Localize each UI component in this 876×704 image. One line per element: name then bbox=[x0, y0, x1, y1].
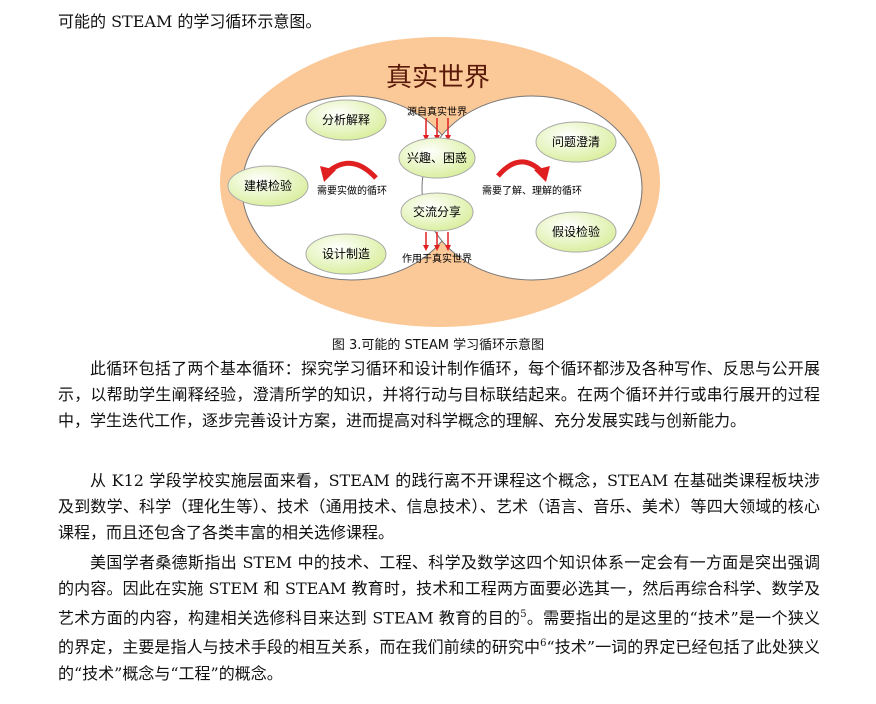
right-cycle-arrow bbox=[496, 159, 544, 178]
paragraph-3-part-a: 美国学者桑德斯指出 STEM 中的技术、工程、科学及数学这四个知识体系一定会有一… bbox=[58, 553, 820, 628]
figure-caption: 图 3.可能的 STEAM 学习循环示意图 bbox=[331, 338, 545, 353]
node-hypothesis bbox=[535, 211, 617, 253]
paragraph-3-part-c: “技术”一词的界定已经包括了此处狭义的“技术”概念与“工程”的概念。 bbox=[58, 637, 820, 683]
reference-6: 6 bbox=[540, 638, 547, 650]
node-design-label: 设计制造 bbox=[322, 247, 370, 261]
node-analyze-label: 分析解释 bbox=[322, 113, 370, 127]
node-analyze bbox=[305, 99, 387, 141]
from-world-label: 源自真实世界 bbox=[407, 105, 467, 118]
reference-5: 5 bbox=[520, 609, 527, 620]
left-cycle-arrowhead bbox=[320, 166, 336, 182]
intro-line: 可能的 STEAM 的学习循环示意图。 bbox=[58, 12, 322, 31]
node-design bbox=[305, 233, 387, 275]
diagram-title: 真实世界 bbox=[386, 63, 490, 93]
from-world-arrows bbox=[423, 118, 451, 141]
node-model bbox=[227, 165, 309, 207]
node-model-label: 建模检验 bbox=[244, 178, 292, 193]
node-interest-label: 兴趣、困惑 bbox=[407, 150, 467, 165]
node-share bbox=[400, 192, 474, 232]
node-interest bbox=[398, 137, 476, 179]
right-cycle-label: 需要了解、理解的循环 bbox=[482, 184, 582, 197]
paragraph-2: 从 K12 学段学校实施层面来看，STEAM 的践行离不开课程这个概念，STEA… bbox=[58, 471, 820, 542]
paragraph-3: 美国学者桑德斯指出 STEM 中的技术、工程、科学及数学这四个知识体系一定会有一… bbox=[58, 550, 820, 687]
left-cycle-label: 需要实做的循环 bbox=[317, 184, 387, 197]
right-cycle-arrowhead bbox=[534, 166, 550, 182]
to-world-label: 作用于真实世界 bbox=[402, 252, 472, 265]
node-share-label: 交流分享 bbox=[413, 204, 461, 219]
node-clarify bbox=[535, 121, 617, 163]
steam-cycle-diagram: 真实世界 源自真实世界 作用于真实世界 兴趣、困惑 交流分享 分析解释 建模检验… bbox=[220, 37, 660, 327]
node-hypothesis-label: 假设检验 bbox=[552, 224, 600, 239]
paragraph-3-part-b: 。需要指出的是这里的“技术”是一个狭义的界定，主要是指人与技术手段的相互关系，而… bbox=[58, 608, 820, 657]
paragraph-1: 此循环包括了两个基本循环：探究学习循环和设计制作循环，每个循环都涉及各种写作、反… bbox=[58, 359, 820, 430]
to-world-arrows bbox=[423, 232, 451, 251]
node-clarify-label: 问题澄清 bbox=[552, 134, 600, 149]
